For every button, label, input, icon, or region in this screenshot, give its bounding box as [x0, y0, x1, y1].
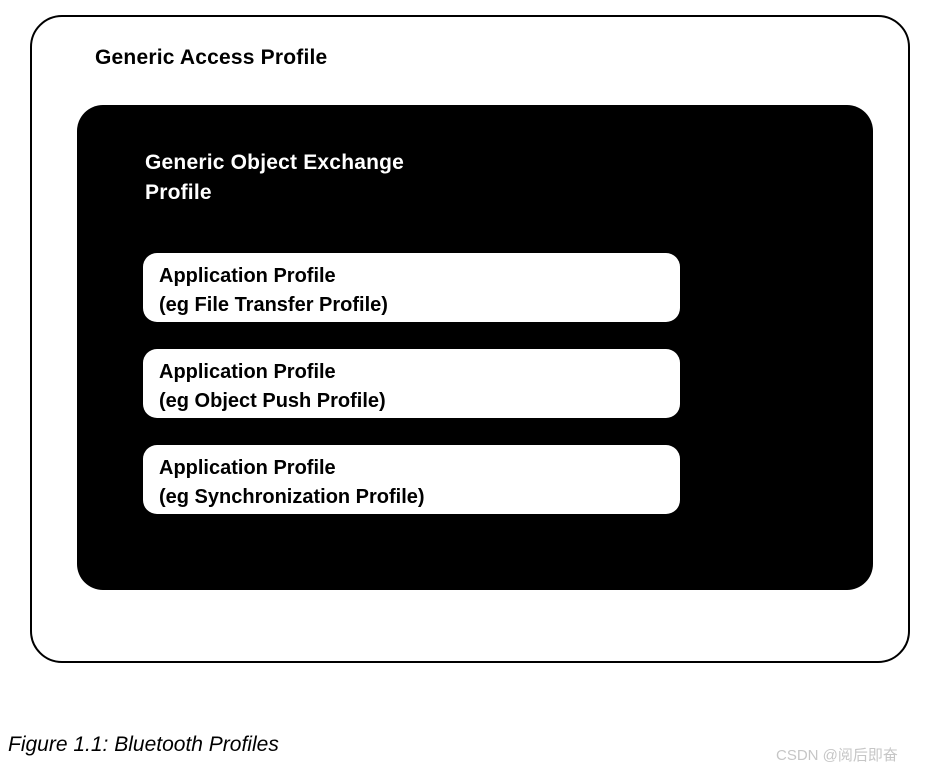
csdn-watermark: CSDN @阅后即奋 [776, 747, 898, 764]
generic-access-profile-box: Generic Access Profile Generic Object Ex… [30, 15, 910, 663]
application-profile-box-file-transfer: Application Profile (eg File Transfer Pr… [143, 253, 680, 322]
generic-object-exchange-profile-label: Generic Object Exchange Profile [145, 151, 405, 204]
generic-access-profile-label: Generic Access Profile [95, 46, 328, 69]
generic-object-exchange-profile-box: Generic Object Exchange Profile Applicat… [77, 105, 873, 590]
application-profile-example: (eg Object Push Profile) [159, 390, 386, 412]
application-profile-title: Application Profile [159, 265, 336, 287]
application-profile-title: Application Profile [159, 361, 336, 383]
application-profile-box-synchronization: Application Profile (eg Synchronization … [143, 445, 680, 514]
application-profile-title: Application Profile [159, 457, 336, 479]
application-profile-box-object-push: Application Profile (eg Object Push Prof… [143, 349, 680, 418]
application-profile-example: (eg Synchronization Profile) [159, 486, 425, 508]
application-profile-example: (eg File Transfer Profile) [159, 294, 388, 316]
figure-caption: Figure 1.1: Bluetooth Profiles [8, 733, 279, 756]
application-profile-stack: Application Profile (eg File Transfer Pr… [143, 253, 680, 514]
